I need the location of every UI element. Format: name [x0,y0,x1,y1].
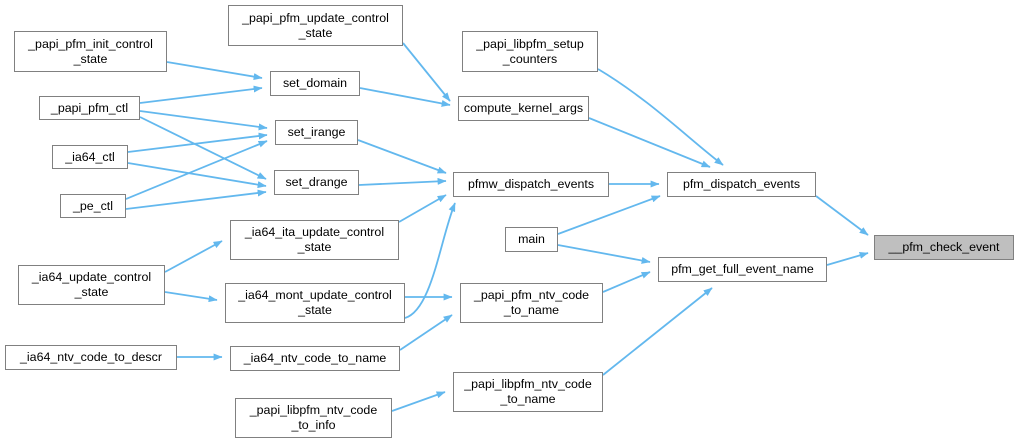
node-set_drange[interactable]: set_drange [274,170,359,195]
node-papi_pfm_ntv_code_to_name[interactable]: _papi_pfm_ntv_code _to_name [460,283,603,323]
edge-set_domain-to-compute_kernel_args [359,87,451,107]
node-label: _pe_ctl [73,198,113,213]
node-label: _papi_pfm_ctl [50,100,129,115]
node-compute_kernel_args[interactable]: compute_kernel_args [458,96,589,121]
node-pfm_dispatch_events[interactable]: pfm_dispatch_events [667,172,816,197]
edge-papi_pfm_update_control_state-to-compute_kernel_args [402,42,451,102]
node-label: _papi_libpfm_ntv_code _to_name [464,377,592,406]
node-label: __pfm_check_event [888,240,1000,254]
node-label: _ia64_mont_update_control _state [238,288,392,317]
node-set_irange[interactable]: set_irange [275,120,358,145]
node-main[interactable]: main [505,227,558,252]
edge-papi_libpfm_ntv_code_to_name-to-pfm_get_full_event_name [602,287,713,376]
node-set_domain[interactable]: set_domain [270,71,360,96]
edge-ia64_ctl-to-set_drange [127,162,267,189]
edge-papi_pfm_ctl-to-set_drange [139,116,267,180]
edge-paths [125,42,869,412]
edge-papi_libpfm_setup_counters-to-pfm_dispatch_events [597,68,724,166]
edge-papi_pfm_init_control_state-to-set_domain [166,61,263,81]
node-ia64_update_control_state[interactable]: _ia64_update_control _state [18,265,165,305]
node-label: _papi_libpfm_setup _counters [476,36,584,66]
node-label: _papi_pfm_ntv_code _to_name [473,288,590,317]
node-pfm_get_full_event_name[interactable]: pfm_get_full_event_name [658,257,827,282]
edge-ia64_mont_update_control_state-to-pfmw_dispatch_events [404,202,456,319]
node-label: _ia64_ctl [65,149,115,164]
node-ia64_ntv_code_to_name[interactable]: _ia64_ntv_code_to_name [230,346,400,371]
edge-ia64_update_control_state-to-ia64_ita_update_control_state [164,240,223,273]
node-papi_libpfm_setup_counters[interactable]: _papi_libpfm_setup _counters [462,31,598,72]
edge-papi_libpfm_ntv_code_to_info-to-papi_libpfm_ntv_code_to_name [391,391,446,412]
edge-pe_ctl-to-set_irange [125,140,268,200]
edge-ia64_ctl-to-set_irange [127,132,268,153]
node-label: main [518,232,545,246]
edge-ia64_ita_update_control_state-to-pfmw_dispatch_events [398,194,447,223]
node-label: set_domain [282,76,348,90]
edge-set_drange-to-pfmw_dispatch_events [358,177,447,186]
node-ia64_ita_update_control_state[interactable]: _ia64_ita_update_control _state [230,220,399,260]
node-label: _ia64_update_control _state [31,270,152,299]
edge-pe_ctl-to-set_drange [125,189,267,210]
edge-main-to-pfm_get_full_event_name [557,244,651,264]
edge-compute_kernel_args-to-pfm_dispatch_events [588,117,711,168]
node-papi_pfm_ctl[interactable]: _papi_pfm_ctl [39,96,140,120]
node-label: pfm_dispatch_events [682,177,801,191]
edge-pfm_dispatch_events-to-pfm_check_event [815,195,869,236]
node-label: pfmw_dispatch_events [467,177,595,191]
node-pe_ctl[interactable]: _pe_ctl [60,194,126,218]
node-pfm_check_event[interactable]: __pfm_check_event [874,235,1014,260]
edge-papi_pfm_ctl-to-set_irange [139,110,268,131]
node-label: _ia64_ntv_code_to_name [243,351,387,365]
edge-pfm_get_full_event_name-to-pfm_check_event [826,252,869,266]
node-label: _papi_pfm_init_control _state [28,36,153,66]
node-papi_libpfm_ntv_code_to_info[interactable]: _papi_libpfm_ntv_code _to_info [235,398,392,438]
edge-papi_pfm_ntv_code_to_name-to-pfm_get_full_event_name [602,271,651,293]
edge-papi_pfm_ctl-to-set_domain [139,85,263,104]
edge-ia64_ntv_code_to_name-to-papi_pfm_ntv_code_to_name [399,314,453,351]
node-ia64_ntv_code_to_descr[interactable]: _ia64_ntv_code_to_descr [5,345,177,370]
edge-main-to-pfm_dispatch_events [557,195,661,235]
node-label: pfm_get_full_event_name [671,262,814,276]
node-ia64_mont_update_control_state[interactable]: _ia64_mont_update_control _state [225,283,405,323]
node-label: _papi_libpfm_ntv_code _to_info [249,403,378,432]
node-ia64_ctl[interactable]: _ia64_ctl [52,145,128,169]
node-label: set_irange [287,125,346,139]
node-label: compute_kernel_args [463,101,584,115]
node-label: _ia64_ntv_code_to_descr [20,350,162,364]
node-papi_pfm_init_control_state[interactable]: _papi_pfm_init_control _state [14,31,167,72]
edge-ia64_update_control_state-to-ia64_mont_update_control_state [164,291,218,303]
node-papi_libpfm_ntv_code_to_name[interactable]: _papi_libpfm_ntv_code _to_name [453,372,603,412]
node-pfmw_dispatch_events[interactable]: pfmw_dispatch_events [453,172,609,197]
edge-set_irange-to-pfmw_dispatch_events [357,139,447,174]
node-label: _papi_pfm_update_control _state [242,10,389,40]
node-label: set_drange [285,175,348,189]
node-label: _ia64_ita_update_control _state [244,225,385,254]
node-papi_pfm_update_control_state[interactable]: _papi_pfm_update_control _state [228,5,403,46]
